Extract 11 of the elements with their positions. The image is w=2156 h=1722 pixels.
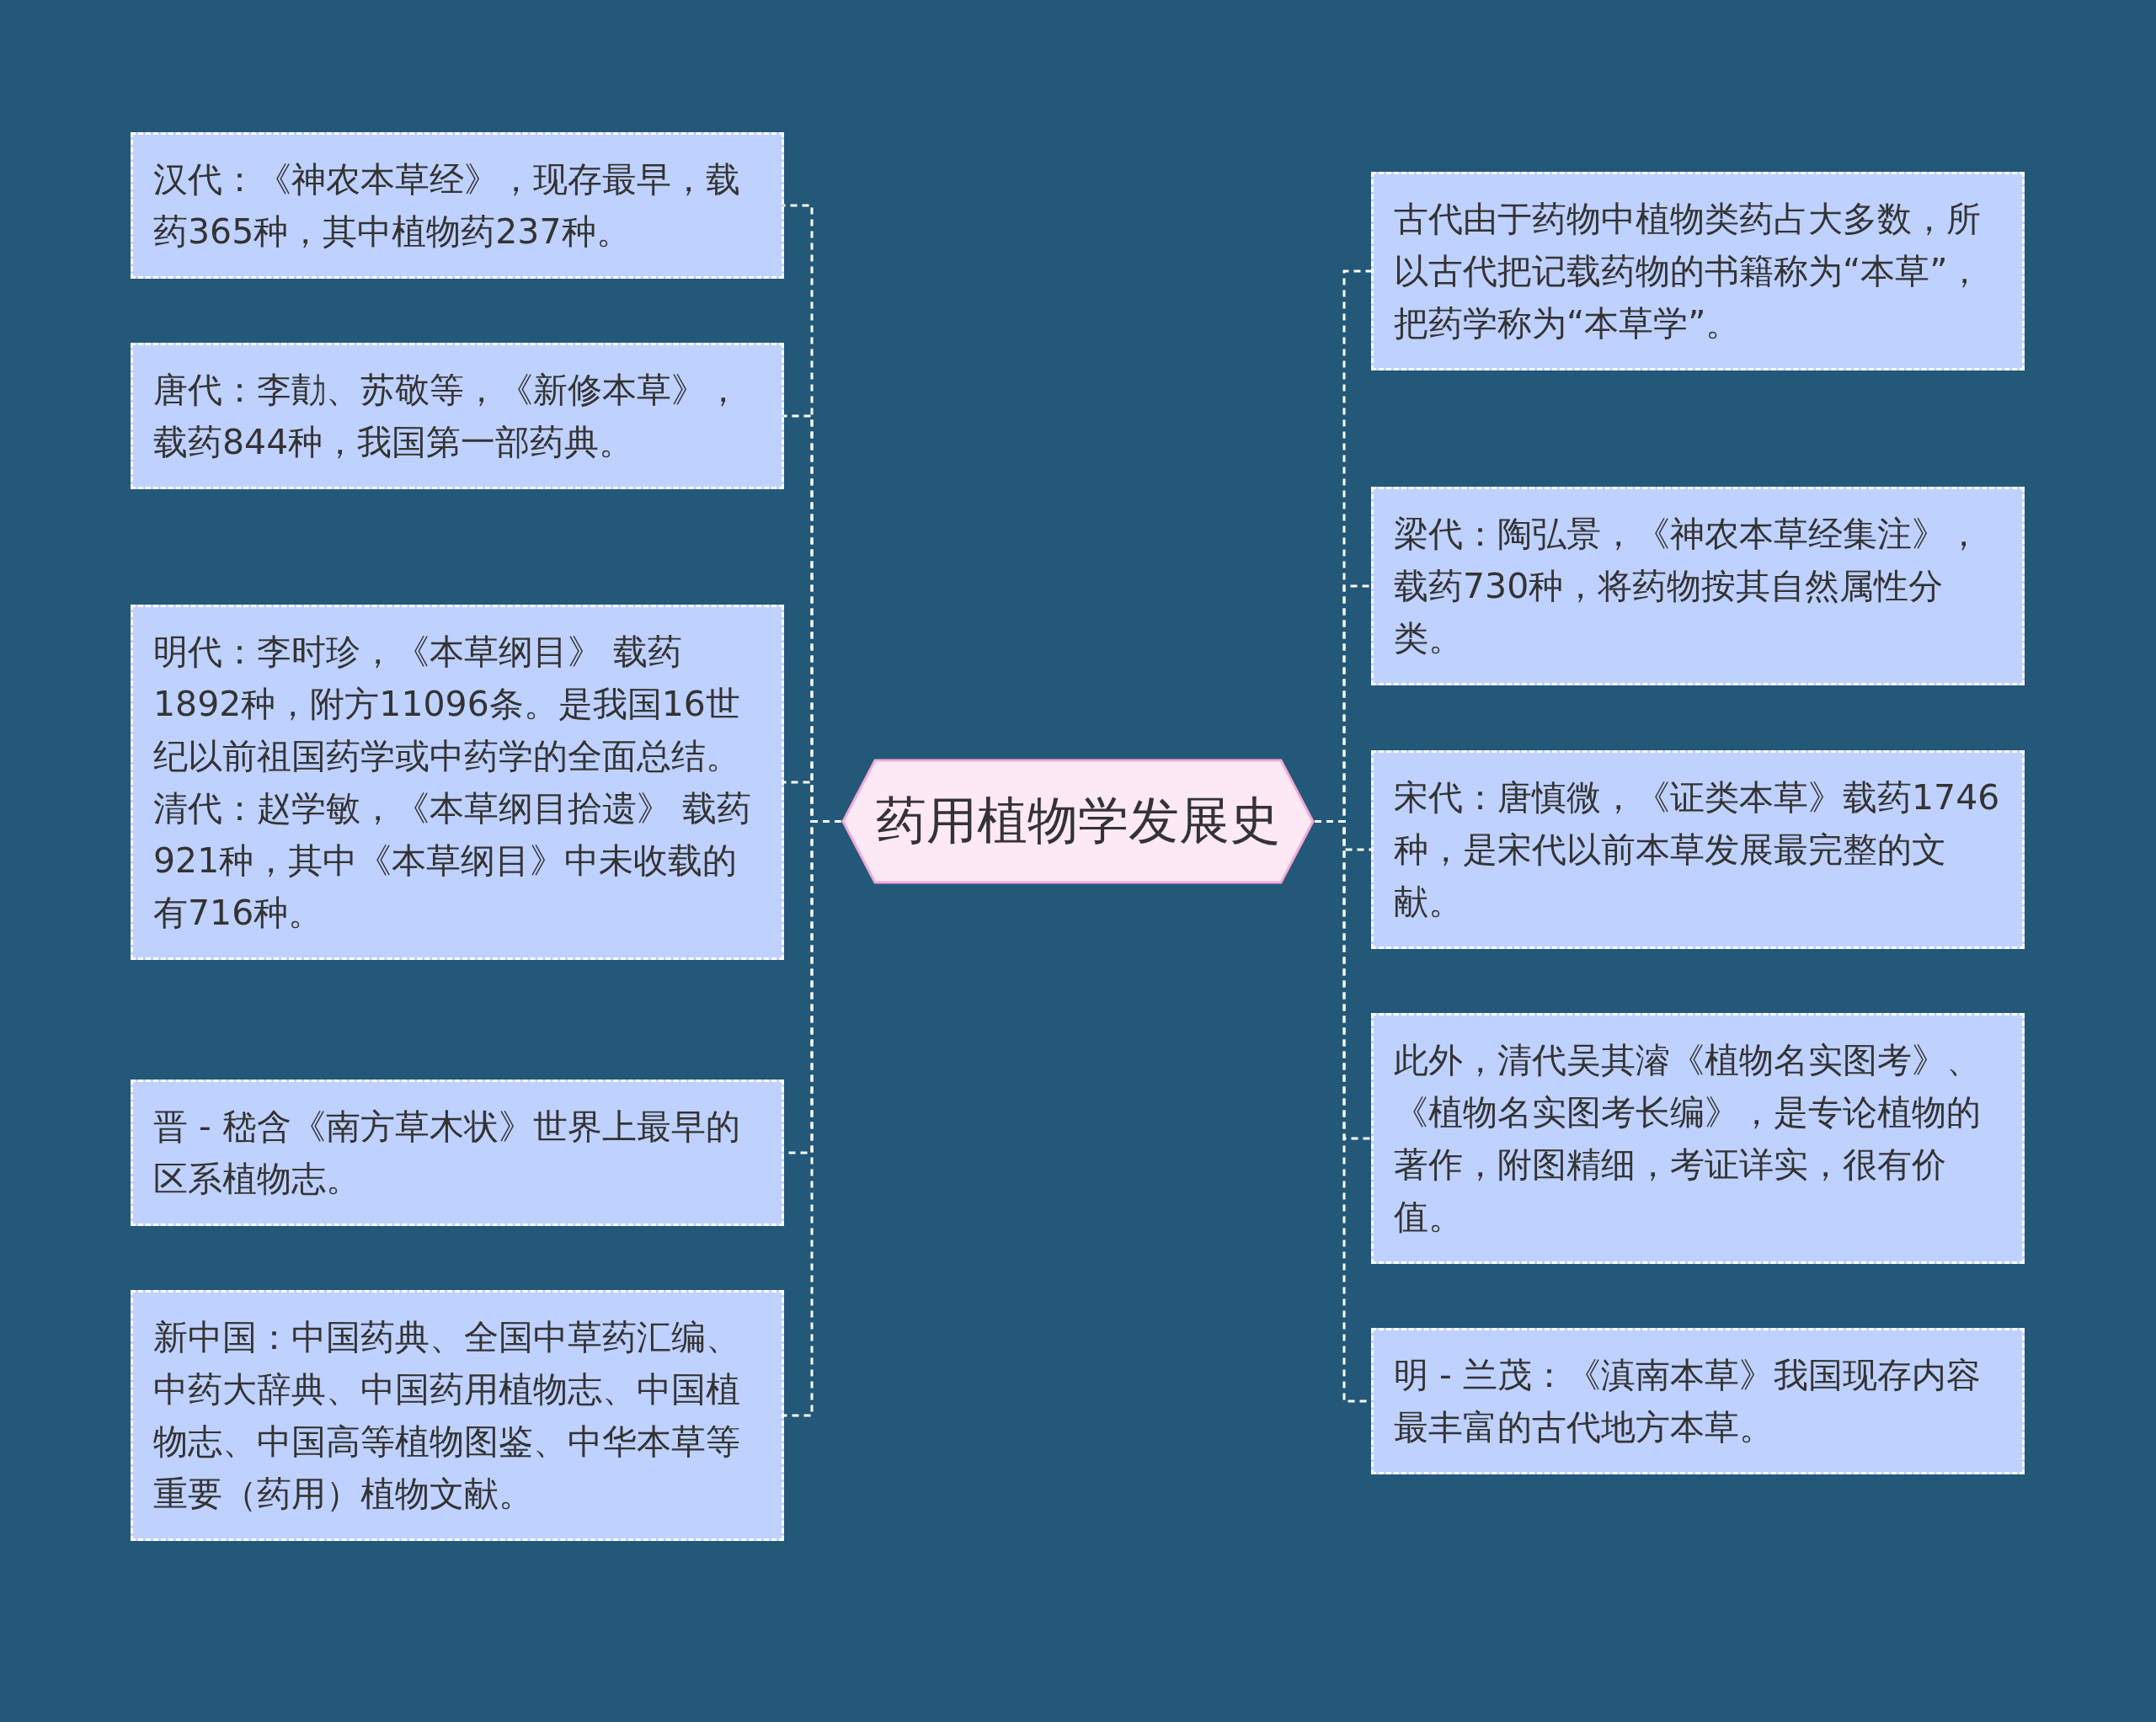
topic-box: 宋代：唐慎微，《证类本草》载药1746种，是宋代以前本草发展最完整的文献。 [1371,750,2025,949]
topic-box: 新中国：中国药典、全国中草药汇编、中药大辞典、中国药用植物志、中国植物志、中国高等植物图鉴、中华本草等重要（药用）植物文献。 [131,1290,784,1541]
topic-box: 梁代：陶弘景，《神农本草经集注》，载药730种，将药物按其自然属性分类。 [1371,487,2025,685]
topic-box: 此外，清代吴其濬《植物名实图考》、《植物名实图考长编》，是专论植物的著作，附图精细，考证详实，很有价值。 [1371,1013,2025,1264]
topic-box: 唐代：李勣、苏敬等，《新修本草》，载药844种，我国第一部药典。 [131,343,784,489]
topic-box: 明 - 兰茂：《滇南本草》我国现存内容最丰富的古代地方本草。 [1371,1328,2025,1474]
topic-box: 晋 - 嵇含《南方草木状》世界上最早的区系植物志。 [131,1080,784,1226]
topic-box: 明代：李时珍，《本草纲目》 载药1892种，附方11096条。是我国16世纪以前祖国药学或中药学的全面总结。清代：赵学敏，《本草纲目拾遗》 载药921种，其中《本草纲目》中未收载的有716种。 [131,605,784,960]
topic-box: 汉代：《神农本草经》，现存最早，载药365种，其中植物药237种。 [131,132,784,279]
central-topic: 药用植物学发展史 [876,790,1280,851]
topic-box: 古代由于药物中植物类药占大多数，所以古代把记载药物的书籍称为“本草”，把药学称为“本草学”。 [1371,172,2025,371]
